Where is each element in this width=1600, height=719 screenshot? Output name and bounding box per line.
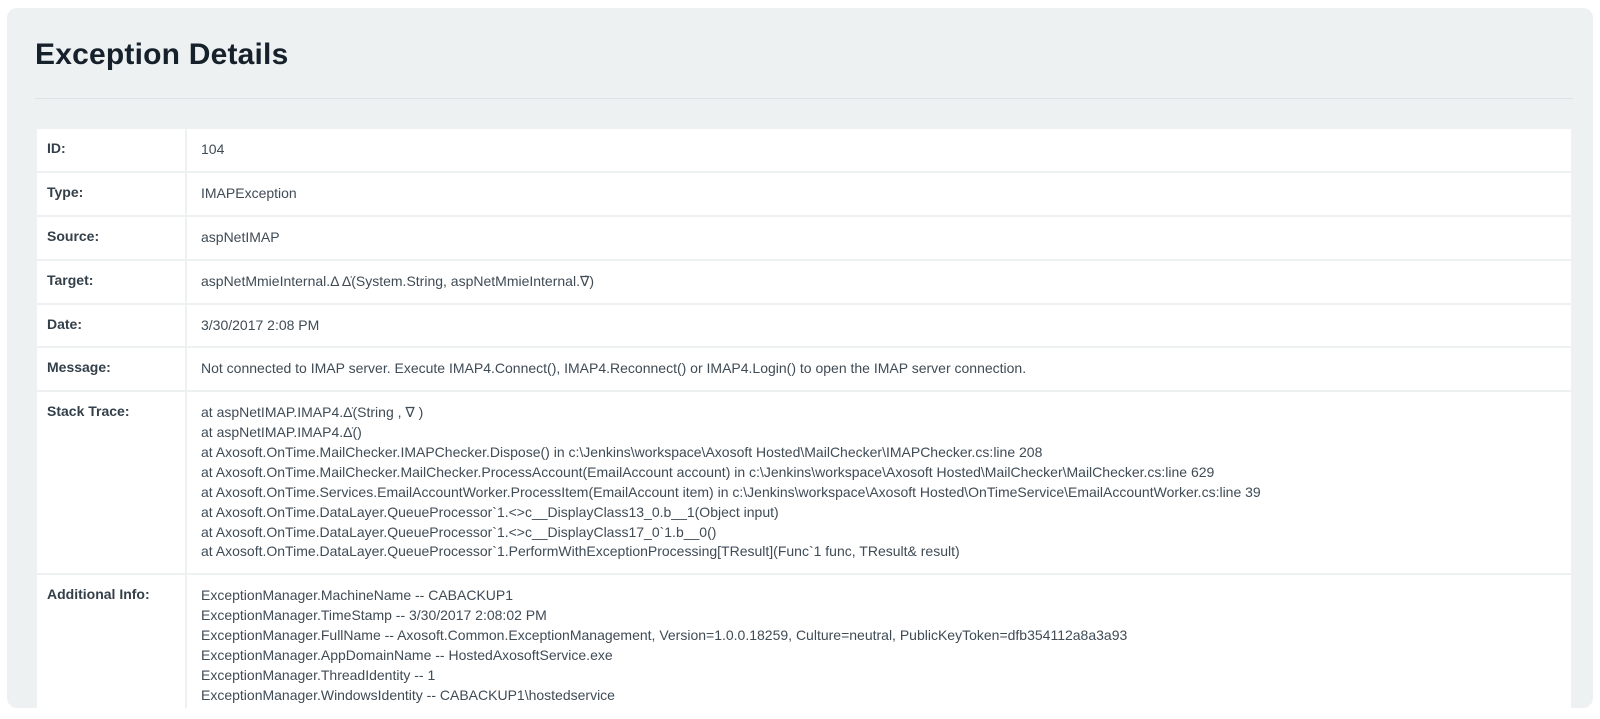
value-line: ExceptionManager.FullName -- Axosoft.Com… bbox=[201, 627, 1128, 643]
table-row: Message:Not connected to IMAP server. Ex… bbox=[37, 348, 1571, 391]
value-line: at aspNetIMAP.IMAP4.Δ̇() bbox=[201, 424, 362, 441]
value-line: at Axosoft.OnTime.Services.EmailAccountW… bbox=[201, 483, 1261, 500]
value-line: at Axosoft.OnTime.DataLayer.QueueProcess… bbox=[201, 543, 960, 560]
field-value: aspNetMmieInternal.Δ Δ̇(System.String, a… bbox=[187, 260, 1571, 303]
value-line: at Axosoft.OnTime.MailChecker.IMAPChecke… bbox=[201, 444, 1043, 460]
page-title: Exception Details bbox=[35, 38, 289, 71]
field-value: 104 bbox=[187, 129, 1571, 171]
value-line: ExceptionManager.TimeStamp -- 3/30/2017 … bbox=[201, 607, 547, 624]
field-value: ExceptionManager.MachineName -- CABACKUP… bbox=[187, 575, 1571, 717]
value-line: ExceptionManager.AppDomainName -- Hosted… bbox=[201, 646, 613, 663]
table-row: Target:aspNetMmieInternal.Δ Δ̇(System.St… bbox=[37, 260, 1571, 303]
field-label: Date: bbox=[37, 304, 185, 347]
field-value: 3/30/2017 2:08 PM bbox=[187, 304, 1571, 347]
table-row: Source:aspNetIMAP bbox=[37, 216, 1571, 259]
value-line: at aspNetIMAP.IMAP4.Δ̇(String , ∇ ) bbox=[201, 404, 424, 421]
table-row: ID:104 bbox=[37, 129, 1571, 171]
field-label: Type: bbox=[37, 172, 185, 215]
value-line: at Axosoft.OnTime.MailChecker.MailChecke… bbox=[201, 463, 1215, 480]
field-value: IMAPException bbox=[187, 172, 1571, 215]
table-row: Additional Info: ExceptionManager.Machine… bbox=[37, 575, 1571, 717]
field-label: Target: bbox=[37, 260, 185, 303]
field-label: Message: bbox=[37, 348, 185, 391]
table-row: Type:IMAPException bbox=[37, 172, 1571, 215]
value-line: at Axosoft.OnTime.DataLayer.QueueProcess… bbox=[201, 523, 717, 540]
value-line: ExceptionManager.WindowsIdentity -- CABA… bbox=[201, 686, 615, 703]
title-divider bbox=[35, 98, 1573, 99]
value-line: ExceptionManager.MachineName -- CABACKUP… bbox=[201, 587, 514, 604]
field-value: Not connected to IMAP server. Execute IM… bbox=[187, 348, 1571, 391]
field-value: at aspNetIMAP.IMAP4.Δ̇(String , ∇ ) at as… bbox=[187, 392, 1571, 574]
field-value: aspNetIMAP bbox=[187, 216, 1571, 259]
table-row: Stack Trace:at aspNetIMAP.IMAP4.Δ̇(Strin… bbox=[37, 392, 1571, 574]
field-label: Stack Trace: bbox=[37, 392, 185, 574]
table-row: Date:3/30/2017 2:08 PM bbox=[37, 304, 1571, 347]
field-label: Additional Info: bbox=[37, 575, 185, 717]
value-line: at Axosoft.OnTime.DataLayer.QueueProcess… bbox=[201, 503, 779, 520]
field-label: Source: bbox=[37, 216, 185, 259]
value-line: ExceptionManager.ThreadIdentity -- 1 bbox=[201, 666, 436, 683]
field-label: ID: bbox=[37, 129, 185, 171]
